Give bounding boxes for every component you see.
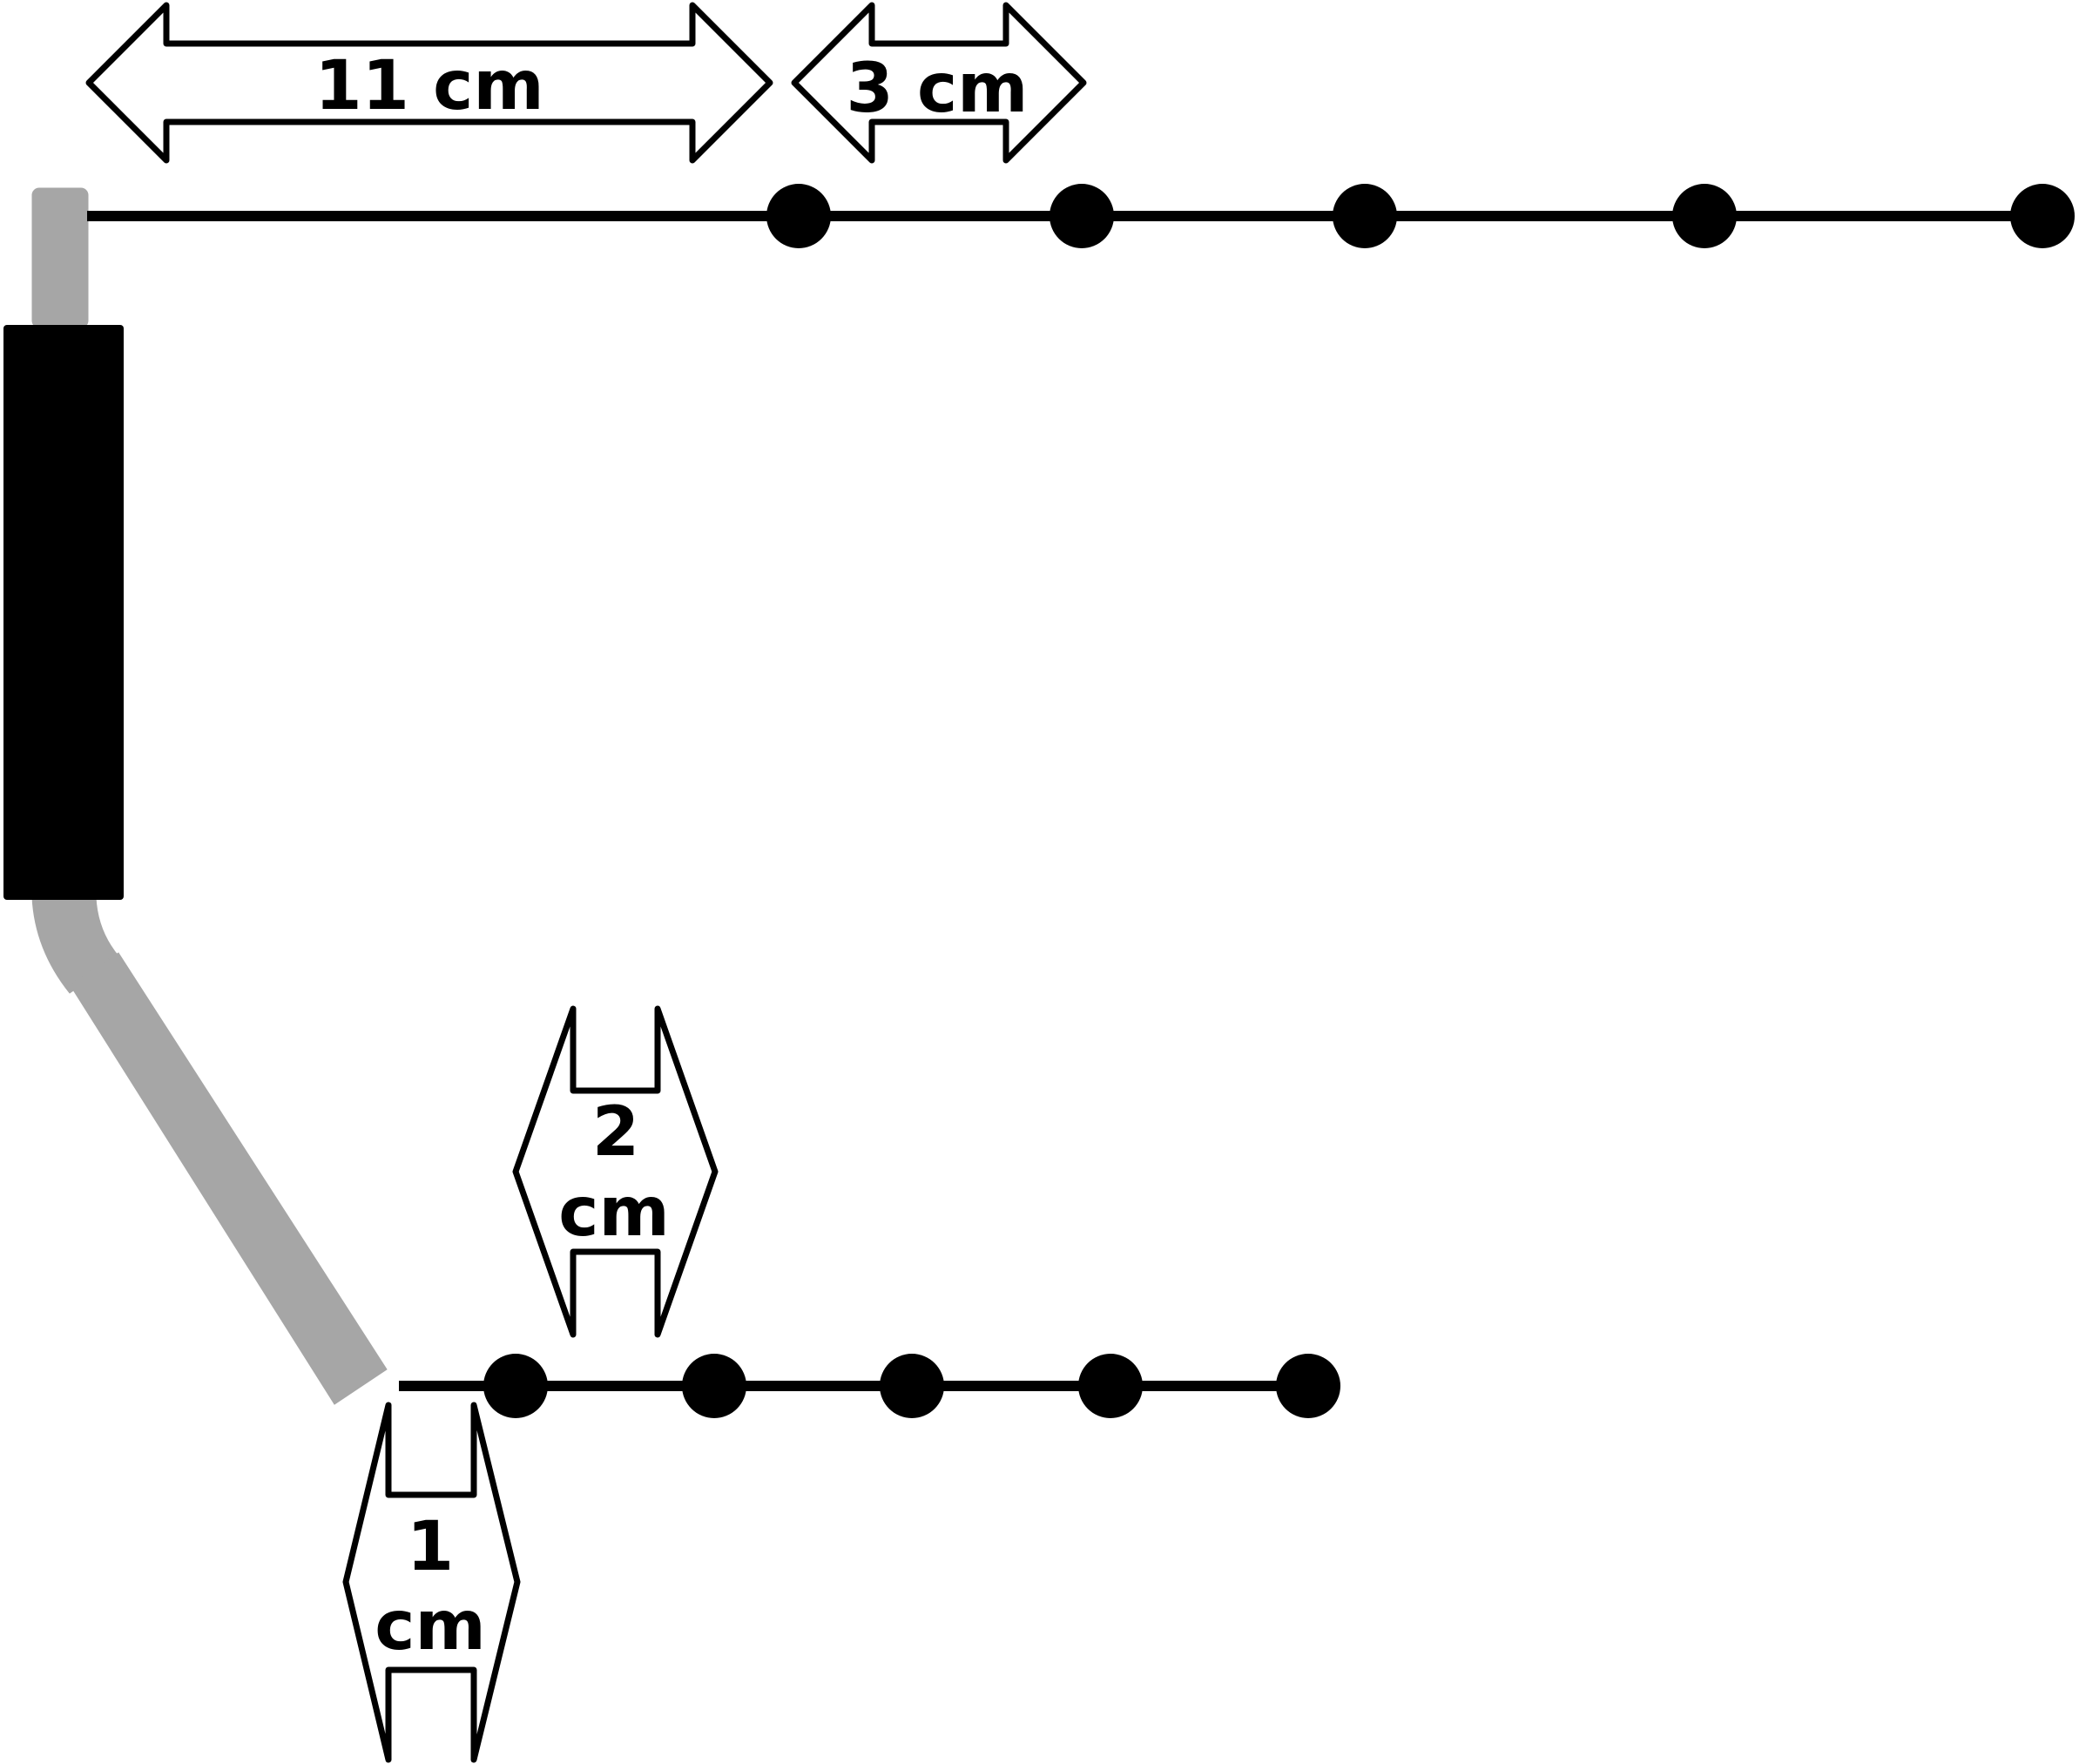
upper-contact-2 [1050,184,1114,248]
lower-contact-4 [1078,1354,1143,1418]
dimension-arrow-3cm [791,2,1087,164]
dimension-arrow-1cm [342,1402,521,1763]
dimension-arrow-11cm [85,2,773,164]
upper-contact-1 [766,184,831,248]
dimension-label-2cm-unit: cm [558,1173,670,1252]
dimension-label-2cm-number: 2 [592,1093,639,1172]
upper-contact-5 [2010,184,2075,248]
lower-contact-5 [1276,1354,1340,1418]
lower-contact-3 [880,1354,944,1418]
dimension-label-3cm: 3 cm [847,50,1029,128]
dimension-label-1cm-number: 1 [407,1508,454,1586]
lower-contact-1 [483,1354,548,1418]
dimension-label-11cm: 11 cm [314,47,543,125]
upper-lead-stub [31,187,89,328]
upper-contact-3 [1333,184,1397,248]
dimension-arrow-2cm [512,1005,719,1338]
upper-contact-4 [1672,184,1737,248]
lower-contact-2 [682,1354,746,1418]
lower-lead-diagonal [69,952,388,1405]
device-body [3,325,124,900]
dimension-label-1cm-unit: cm [375,1587,486,1666]
